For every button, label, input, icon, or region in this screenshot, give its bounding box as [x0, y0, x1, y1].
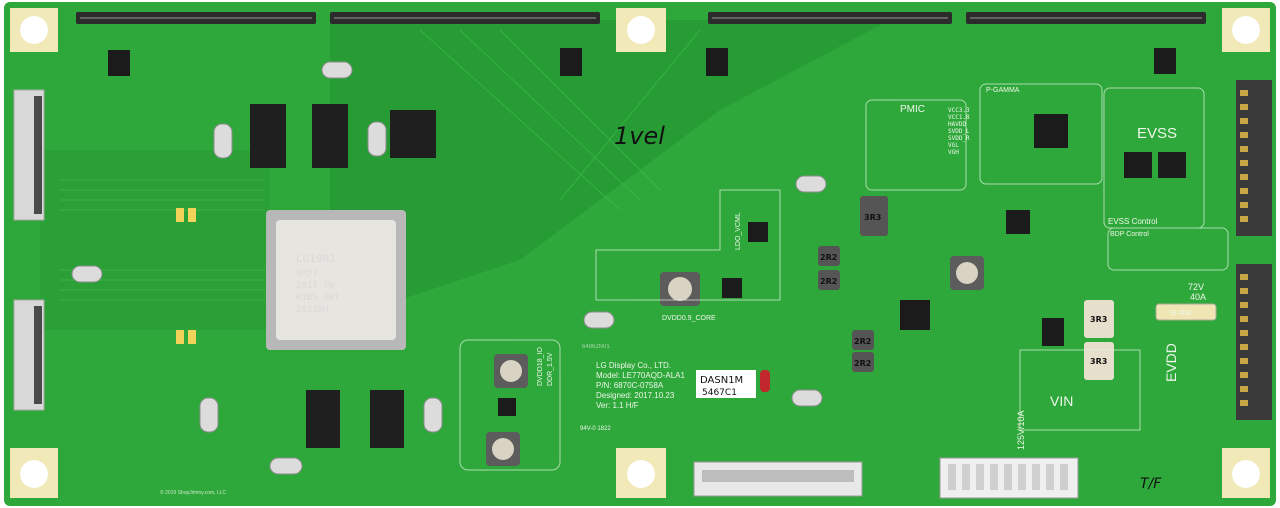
evss-control-label: EVSS Control [1108, 217, 1158, 226]
svg-text:2R2: 2R2 [854, 359, 871, 368]
main-tcon-chip [266, 210, 406, 350]
rating-72v: 72V [1188, 282, 1204, 292]
designed-text: Designed: 2017.10.23 [596, 391, 675, 400]
evdd-label: EVDD [1163, 343, 1179, 382]
svg-text:VGL: VGL [948, 142, 959, 149]
memory-chips [250, 104, 436, 448]
pmic-label: PMIC [900, 104, 925, 115]
mount-pad-bottom-left [10, 448, 58, 498]
dvddo-core-label: DVDD0.9_CORE [662, 315, 716, 322]
bottom-connector-right [939, 457, 1079, 499]
model-text: Model: LE770AQD-ALA1 [596, 371, 685, 380]
mount-pad-top-left [10, 8, 58, 52]
manufacturer-text: LG Display Co., LTD. [596, 361, 671, 370]
small-ics [108, 48, 1186, 416]
capacitors [71, 61, 827, 475]
fuse-label: IE 40A [1170, 310, 1191, 317]
board-id: 64962N01 [582, 344, 610, 350]
svg-text:VCC1.8: VCC1.8 [948, 114, 970, 121]
mount-pad-top-mid [616, 8, 666, 52]
svg-text:2R2: 2R2 [820, 277, 837, 286]
main-chip-line-5: Z0310H [296, 305, 329, 315]
p-gamma-label: P-GAMMA [986, 87, 1020, 94]
pmic-rails: VCC3.3 VCC1.8 HAVDD SVDD_L SVDD_R VGL VG… [948, 107, 970, 156]
svg-text:3R3: 3R3 [1090, 315, 1107, 324]
bdp-control-label: BDP Control [1110, 231, 1149, 238]
mount-pad-bottom-right [1222, 448, 1270, 498]
inductor-markings: 3R3 2R2 2R2 2R2 2R2 3R3 3R3 [820, 213, 1107, 368]
serial-code: 5467C1 [702, 388, 737, 398]
svg-text:SVDD_L: SVDD_L [948, 128, 970, 135]
version-text: Ver: 1.1 H/F [596, 401, 639, 410]
svg-text:3R3: 3R3 [1090, 357, 1107, 366]
right-connector-lower [1236, 264, 1272, 420]
left-connector-lower [13, 299, 45, 411]
test-pads [176, 208, 196, 344]
main-chip-line-3: 2017 TW [296, 281, 335, 291]
evss-label: EVSS [1137, 125, 1177, 142]
main-chip-line-2: SM21 [296, 269, 318, 279]
mount-pad-bottom-mid [616, 448, 666, 498]
right-connector-upper [1236, 80, 1272, 236]
svg-text:SVDD_R: SVDD_R [948, 135, 970, 142]
svg-text:2R2: 2R2 [820, 253, 837, 262]
ddr-label: DDR_1.5V [547, 352, 554, 386]
copyright-text: © 2019 ShopJimmy.com, LLC [160, 489, 227, 496]
part-number-text: P/N: 6870C-0758A [596, 381, 664, 390]
vin-label: VIN [1050, 393, 1073, 409]
svg-text:HAVDD: HAVDD [948, 121, 966, 128]
serial-label: DASN1M [700, 375, 743, 386]
main-chip-line-1: LG1901 [296, 252, 336, 265]
bottom-connector-left [693, 461, 863, 497]
svg-text:VCC3.3: VCC3.3 [948, 107, 970, 114]
rating-vin: 125V/10A [1016, 410, 1026, 450]
svg-text:2R2: 2R2 [854, 337, 871, 346]
inductors [486, 196, 1114, 466]
left-connector-upper [13, 89, 45, 221]
rating-40a: 40A [1190, 292, 1206, 302]
fuse [1155, 303, 1217, 321]
dvdd18-label: DVDD18_IO [537, 347, 544, 386]
ldo-vcml-label: LDO_VCML [735, 212, 742, 250]
svg-text:3R3: 3R3 [864, 213, 881, 222]
mount-pad-top-right [1222, 8, 1270, 52]
trace-field [330, 20, 890, 300]
handwritten-top: 1vel [614, 122, 665, 150]
svg-text:VGH: VGH [948, 149, 959, 156]
serial-sticker [696, 370, 770, 398]
main-chip-line-4: H1B5 6B1 [296, 293, 339, 303]
handwritten-corner: T/F [1140, 476, 1162, 492]
ul-mark: 94V-0 1822 [580, 426, 611, 432]
